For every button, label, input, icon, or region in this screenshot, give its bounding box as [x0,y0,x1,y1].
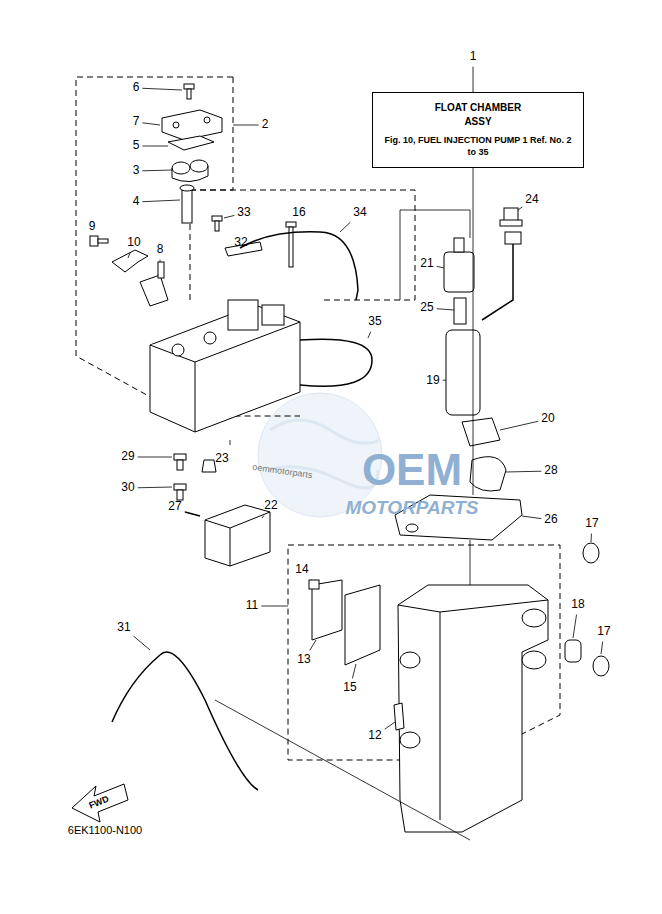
leader-line [601,642,603,654]
leader-line [261,606,288,607]
leader-line [142,123,160,125]
leader-line [134,636,150,650]
hoses [112,232,513,790]
box-note: Fig. 10, FUEL INJECTION PUMP 1 Ref. No. … [379,134,577,158]
leader-line [160,260,161,262]
callout-number: 7 [133,115,140,128]
watermark: OEM [362,446,462,494]
callout-number: 3 [133,164,140,177]
box-heading: FLOAT CHAMBER ASSY [423,101,533,128]
callout-number: 6 [133,81,140,94]
callout-number: 34 [353,206,366,219]
callout-number: 21 [420,257,433,270]
callout-number: 11 [246,599,258,612]
leader-line [142,88,182,90]
callout-number: 23 [215,452,228,465]
leader-line [128,253,130,258]
figure-code: 6EK1100-N100 [68,824,142,836]
watermark: MOTORPARTS [345,498,478,519]
leader-line [443,380,446,381]
callout-number: 28 [544,464,557,477]
callout-number: 16 [292,206,305,219]
leader-line [591,534,592,542]
leader-line [142,200,180,202]
callout-number: 24 [525,193,538,206]
leader-line [184,511,185,512]
callout-number: 26 [544,513,557,526]
leader-line [506,471,541,473]
callout-number: 12 [368,729,381,742]
callout-number: 1 [470,50,477,63]
callout-number: 33 [237,206,250,219]
callout-number: 29 [121,450,134,463]
leader-line [352,664,356,678]
callout-number: 32 [234,236,247,249]
leader-line [573,615,577,638]
leader-line [224,215,234,218]
callout-number: 30 [121,481,134,494]
callout-number: 19 [426,374,439,387]
leader-line [385,722,395,729]
callout-number: 17 [597,625,610,638]
leader-line [518,207,522,210]
callout-number: 15 [343,681,356,694]
leader-line [311,579,312,580]
leader-line [437,309,454,310]
callout-number: 25 [420,301,433,314]
leader-line [138,457,172,458]
callout-number: 13 [297,653,310,666]
leader-line [437,266,444,268]
leader-line [233,125,259,126]
leader-line [310,640,316,650]
callout-number: 8 [157,243,164,256]
callout-number: 20 [541,412,554,425]
callout-number: 5 [133,139,140,152]
leader-line [262,516,264,518]
callout-number: 31 [117,621,130,634]
leader-line [473,67,474,92]
callout-number: 22 [264,499,277,512]
leader-line [138,487,172,489]
callout-number: 17 [585,517,598,530]
leader-line [368,332,371,338]
callout-number: 27 [168,500,181,513]
parts [72,84,609,832]
callout-number: 2 [262,118,269,131]
leader-line [142,170,172,172]
leader-line [340,222,350,232]
leader-line [522,516,541,519]
callout-number: 14 [295,563,308,576]
callout-number: 9 [89,220,96,233]
callout-number: 35 [368,315,381,328]
callout-number: 4 [133,195,140,208]
leader-line [142,146,168,147]
leader-line [500,421,538,430]
callout-number: 18 [571,598,584,611]
callout-number: 10 [127,236,140,249]
title-box: FLOAT CHAMBER ASSY Fig. 10, FUEL INJECTIO… [372,92,584,168]
